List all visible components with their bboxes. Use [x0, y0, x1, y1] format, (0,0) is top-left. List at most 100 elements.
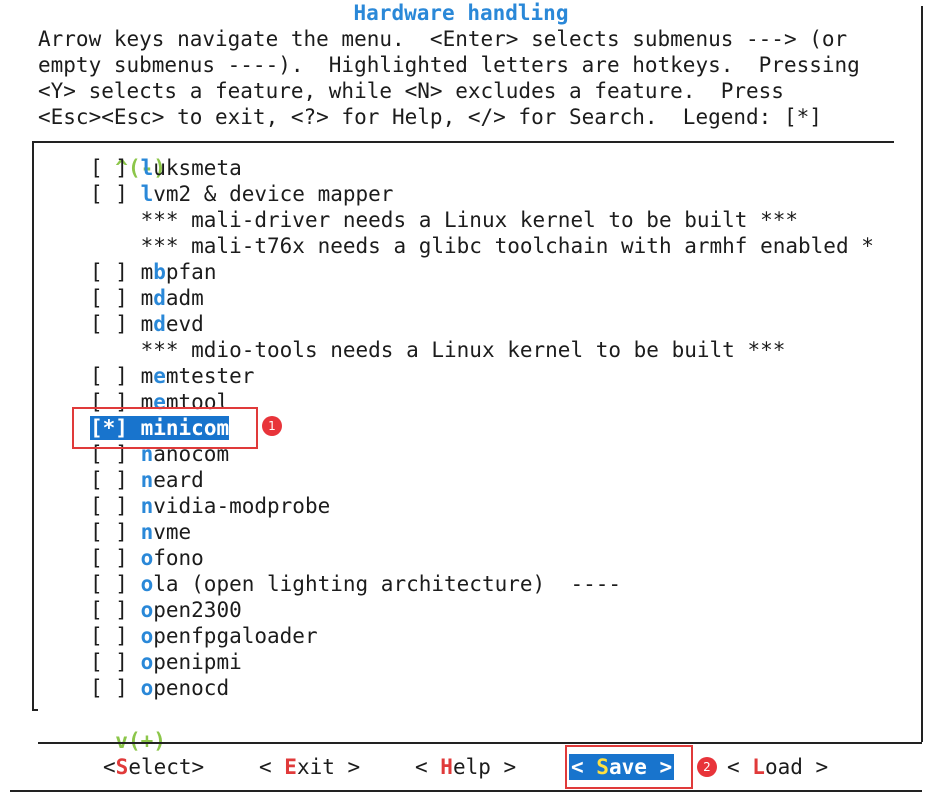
item-label: vidia-modprobe — [153, 494, 331, 518]
label-pre: m — [140, 312, 154, 336]
checkbox: [ ] — [90, 312, 141, 336]
item-label: adm — [165, 286, 204, 310]
help-button[interactable]: < Help > — [415, 754, 516, 780]
menu-box-corner — [32, 709, 38, 711]
hotkey-letter: l — [140, 182, 154, 206]
item-label: la (open lighting architecture) ---- — [153, 572, 622, 596]
menu-item-ofono[interactable]: [ ] ofono — [90, 545, 204, 571]
checkbox: [ ] — [90, 598, 141, 622]
button-bracket: < — [571, 755, 597, 779]
menu-item-nvme[interactable]: [ ] nvme — [90, 519, 191, 545]
checkbox: [ ] — [90, 676, 141, 700]
hotkey-letter: E — [284, 755, 297, 779]
checkbox: [ ] — [90, 260, 141, 284]
hotkey-letter: b — [153, 260, 166, 284]
hotkey-letter: n — [140, 494, 154, 518]
save-button[interactable]: < Save > — [569, 754, 675, 780]
item-label: pen2300 — [153, 598, 242, 622]
select-button[interactable]: <Select> — [103, 754, 204, 780]
menu-comment-mdio-tools[interactable]: *** mdio-tools needs a Linux kernel to b… — [90, 337, 786, 363]
checkbox: [ ] — [90, 650, 141, 674]
hotkey-letter: n — [140, 468, 154, 492]
menu-item-ola[interactable]: [ ] ola (open lighting architecture) ---… — [90, 571, 621, 597]
item-label: *** mali-t76x needs a glibc toolchain wi… — [140, 234, 874, 258]
checkbox: [ ] — [90, 546, 141, 570]
hotkey-letter: d — [153, 286, 166, 310]
menu-item-openocd[interactable]: [ ] openocd — [90, 675, 229, 701]
item-label: anocom — [153, 442, 230, 466]
hotkey-letter: H — [440, 755, 453, 779]
hotkey-letter: o — [140, 676, 154, 700]
button-bracket: < — [415, 755, 441, 779]
annotation-badge-2: 2 — [697, 757, 717, 777]
item-label: evd — [165, 312, 204, 336]
checkbox: [ ] — [90, 182, 141, 206]
item-label: eard — [153, 468, 204, 492]
checkbox: [ ] — [90, 364, 141, 388]
hotkey-letter: l — [140, 156, 154, 180]
item-label: *** mali-driver needs a Linux kernel to … — [140, 208, 799, 232]
checkbox-checked: [*] — [90, 416, 141, 440]
annotation-highlight-box-2 — [565, 745, 693, 789]
hotkey-letter: S — [596, 755, 609, 779]
menu-item-mdevd[interactable]: [ ] mdevd — [90, 311, 204, 337]
button-label: ave > — [608, 755, 673, 779]
indent — [90, 338, 141, 362]
hotkey-letter: o — [140, 598, 154, 622]
menu-item-openipmi[interactable]: [ ] openipmi — [90, 649, 242, 675]
scroll-up-text: ^(-) — [113, 156, 168, 180]
button-bracket: < — [727, 755, 753, 779]
item-label: penocd — [153, 676, 230, 700]
item-label: vme — [153, 520, 192, 544]
menu-item-mbpfan[interactable]: [ ] mbpfan — [90, 259, 216, 285]
hotkey-letter: d — [153, 312, 166, 336]
item-label: uksmeta — [153, 156, 242, 180]
annotation-highlight-box-1 — [72, 407, 258, 449]
menu-comment-mali-driver[interactable]: *** mali-driver needs a Linux kernel to … — [90, 207, 798, 233]
checkbox: [ ] — [90, 494, 141, 518]
help-text-line-2: empty submenus ----). Highlighted letter… — [38, 53, 860, 77]
item-label: vm2 & device mapper — [153, 182, 394, 206]
menu-item-lvm2[interactable]: [ ] lvm2 & device mapper — [90, 181, 393, 207]
hotkey-letter: o — [140, 624, 154, 648]
menu-item-openfpgaloader[interactable]: [ ] openfpgaloader — [90, 623, 318, 649]
checkbox: [ ] — [90, 520, 141, 544]
label-pre: m — [140, 286, 154, 310]
scroll-up-indicator[interactable]: ^(-) — [88, 129, 168, 181]
item-label: fono — [153, 546, 204, 570]
hotkey-letter: o — [140, 546, 154, 570]
exit-button[interactable]: < Exit > — [259, 754, 360, 780]
load-button[interactable]: < Load > — [727, 754, 828, 780]
menu-comment-mali-t76x[interactable]: *** mali-t76x needs a glibc toolchain wi… — [90, 233, 874, 259]
item-label: penipmi — [153, 650, 242, 674]
menu-item-mdadm[interactable]: [ ] mdadm — [90, 285, 204, 311]
menu-item-neard[interactable]: [ ] neard — [90, 467, 204, 493]
scroll-down-indicator[interactable]: v(+) — [88, 702, 168, 754]
hotkey-letter: L — [752, 755, 765, 779]
help-text-line-1: Arrow keys navigate the menu. <Enter> se… — [38, 27, 848, 51]
item-label: nicom — [165, 416, 230, 440]
menu-item-nvidia-modprobe[interactable]: [ ] nvidia-modprobe — [90, 493, 330, 519]
window-bottom-border — [10, 790, 922, 792]
menu-item-minicom[interactable]: [*] minicom — [90, 415, 230, 441]
menu-box-left-border — [32, 141, 34, 711]
hotkey-letter: o — [140, 572, 154, 596]
item-label: mtool — [165, 390, 230, 414]
checkbox: [ ] — [90, 572, 141, 596]
menu-item-open2300[interactable]: [ ] open2300 — [90, 597, 242, 623]
scroll-down-text: v(+) — [113, 729, 168, 753]
button-bar-top-border — [38, 742, 922, 744]
menu-box-top-border — [34, 141, 894, 143]
menu-item-luksmeta[interactable]: [ ] luksmeta — [90, 155, 242, 181]
help-text-line-4: <Esc><Esc> to exit, <?> for Help, </> fo… — [38, 105, 822, 129]
item-label: pfan — [165, 260, 217, 284]
label-pre: m — [140, 260, 154, 284]
button-label: oad > — [764, 755, 829, 779]
checkbox: [ ] — [90, 156, 141, 180]
indent — [90, 208, 141, 232]
menu-title: Hardware handling — [353, 1, 569, 25]
hotkey-letter: o — [140, 650, 154, 674]
button-bracket: < — [259, 755, 285, 779]
menu-item-memtester[interactable]: [ ] memtester — [90, 363, 254, 389]
item-label: *** mdio-tools needs a Linux kernel to b… — [140, 338, 786, 362]
